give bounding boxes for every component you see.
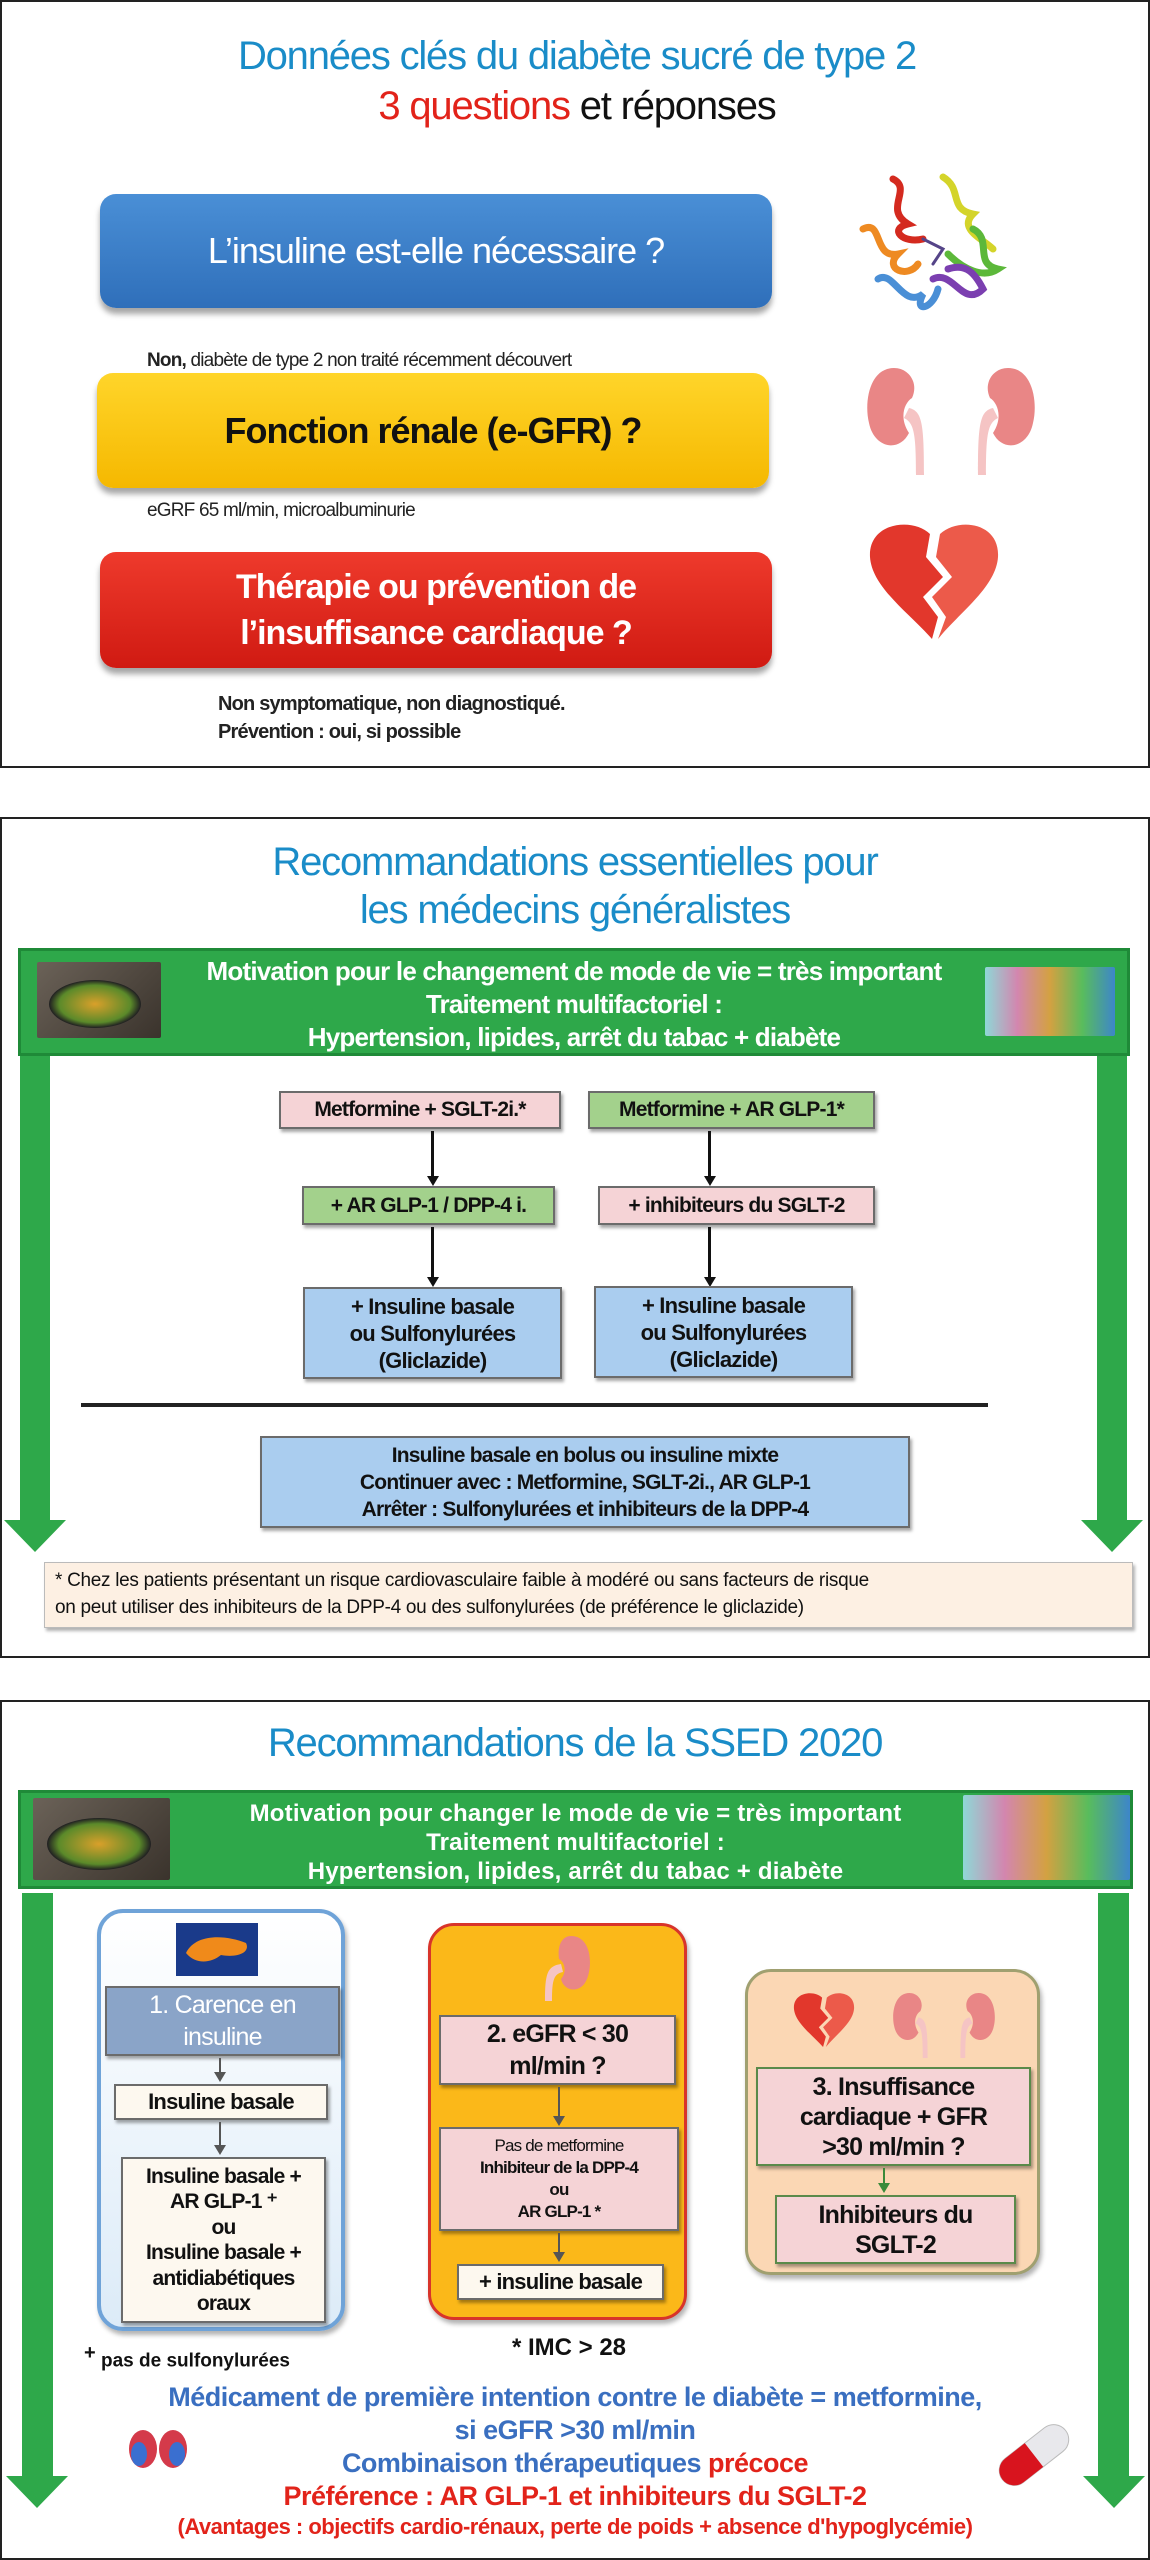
footnote-box: * Chez les patients présentant un risque… xyxy=(44,1562,1133,1628)
answer-insulin-bold: Non, xyxy=(147,350,187,371)
arrow-line xyxy=(883,2168,885,2184)
arrow-head xyxy=(427,1176,439,1186)
sglt2-inhibitors-box: + inhibiteurs du SGLT-2 xyxy=(598,1186,875,1225)
note-plus: + xyxy=(84,2342,96,2364)
pancreas-icon xyxy=(176,1923,258,1976)
panel3-title: Recommandations de la SSED 2020 xyxy=(267,1721,883,1765)
lifestyle-header: Motivation pour le changement de mode de… xyxy=(18,948,1130,1056)
glp1-dpp4-box: + AR GLP-1 / DPP-4 i. xyxy=(302,1186,555,1225)
arrow-head xyxy=(553,2116,565,2126)
plus-basal-insulin-step: + insuline basale xyxy=(457,2264,664,2300)
arrow-line xyxy=(708,1227,711,1277)
arrow-line xyxy=(558,2233,560,2253)
dpp4-or-glp1-text: Inhibiteur de la DPP-4 ou AR GLP-1 * xyxy=(479,2158,639,2221)
panel-gp-recommendations xyxy=(0,817,1150,1658)
question-insulin: L’insuline est-elle nécessaire ? xyxy=(100,194,772,308)
right-green-arrow xyxy=(1097,1056,1127,1522)
left-green-arrowhead xyxy=(6,2476,68,2508)
left-green-arrow xyxy=(22,1893,53,2478)
exercise-people-photo xyxy=(985,967,1115,1036)
egfr-below-30-heading: 2. eGFR < 30 ml/min ? xyxy=(439,2015,676,2085)
egfr-condition: si eGFR >30 ml/min xyxy=(454,2415,696,2445)
insulin-molecule-icon xyxy=(859,173,1007,310)
arrow-head xyxy=(427,1277,439,1287)
no-metformin-step: Pas de metformine Inhibiteur de la DPP-4… xyxy=(439,2127,679,2231)
broken-heart-icon xyxy=(793,1993,855,2047)
no-sulfonylurea-note: + pas de sulfonylurées xyxy=(84,2342,290,2372)
right-green-arrowhead xyxy=(1083,2476,1145,2508)
question-heart-failure: Thérapie ou prévention de l’insuffisance… xyxy=(100,552,772,668)
lifestyle-header: Motivation pour changer le mode de vie =… xyxy=(18,1790,1133,1889)
header-line: Hypertension, lipides, arrêt du tabac + … xyxy=(307,1022,841,1052)
arrow-head xyxy=(704,1277,716,1287)
header-line: Traitement multifactoriel : xyxy=(426,1829,725,1856)
header-line: Motivation pour changer le mode de vie =… xyxy=(249,1800,902,1827)
answer-insulin-rest: diabète de type 2 non traité récemment d… xyxy=(186,350,572,371)
header-line: Motivation pour le changement de mode de… xyxy=(206,956,943,986)
healthy-food-photo xyxy=(33,1798,170,1880)
subtitle-rest: et réponses xyxy=(569,84,777,128)
question-renal: Fonction rénale (e-GFR) ? xyxy=(97,373,769,488)
kidneys-icon xyxy=(893,1993,995,2058)
arrow-head xyxy=(704,1176,716,1186)
arrow-line xyxy=(219,2058,221,2074)
insulin-deficiency-heading: 1. Carence en insuline xyxy=(105,1986,340,2056)
sglt2-inhibitors-step: Inhibiteurs du SGLT-2 xyxy=(775,2195,1016,2264)
left-green-arrow xyxy=(20,1056,50,1522)
basal-insulin-step: Insuline basale xyxy=(114,2084,328,2120)
basal-insulin-combination-step: Insuline basale + AR GLP-1 ⁺ ou Insuline… xyxy=(121,2157,326,2323)
kidneys-icon xyxy=(129,2430,187,2468)
kidney-icon xyxy=(545,1936,590,2001)
header-line: Hypertension, lipides, arrêt du tabac + … xyxy=(307,1858,844,1885)
panel-key-data: Données clés du diabète sucré de type 2 … xyxy=(0,0,1150,768)
arrow-head xyxy=(553,2252,565,2262)
no-metformin-text: Pas de metformine xyxy=(494,2136,624,2155)
note-text: pas de sulfonylurées xyxy=(100,2350,290,2372)
combination-text: Combinaison thérapeutiques xyxy=(341,2448,708,2478)
panel1-title: Données clés du diabète sucré de type 2 xyxy=(237,34,917,78)
pill-capsule-icon xyxy=(998,2424,1070,2486)
answer-heart-failure: Non symptomatique, non diagnostiqué. Pré… xyxy=(218,693,566,743)
arrow-line xyxy=(219,2122,221,2146)
arrow-line xyxy=(708,1131,711,1176)
subtitle-red: 3 questions xyxy=(378,84,571,128)
healthy-food-photo xyxy=(37,962,161,1038)
bolus-insulin-box: Insuline basale en bolus ou insuline mix… xyxy=(260,1436,910,1528)
first-line-therapy-text: Médicament de première intention contre … xyxy=(0,2381,1150,2541)
right-green-arrow xyxy=(1098,1893,1129,2478)
first-line-metformin: Médicament de première intention contre … xyxy=(168,2382,982,2412)
advantages-text: (Avantages : objectifs cardio-rénaux, pe… xyxy=(177,2514,973,2539)
heart-failure-heading: 3. Insuffisance cardiaque + GFR >30 ml/m… xyxy=(756,2067,1031,2166)
panel2-title: Recommandations essentielles pour les mé… xyxy=(272,840,878,932)
basal-insulin-box-left: + Insuline basale ou Sulfonylurées (Glic… xyxy=(303,1287,562,1379)
broken-heart-icon xyxy=(869,524,999,639)
arrow-head xyxy=(214,2072,226,2082)
exercise-people-photo xyxy=(963,1795,1130,1880)
arrow-head xyxy=(878,2183,890,2193)
metformin-glp1-box: Metformine + AR GLP-1* xyxy=(588,1091,875,1129)
early-combination: Combinaison thérapeutiques précoce xyxy=(0,2447,1150,2480)
arrow-line xyxy=(431,1131,434,1176)
left-green-arrowhead xyxy=(4,1520,66,1552)
answer-renal: eGRF 65 ml/min, microalbuminurie xyxy=(147,500,416,521)
divider-line xyxy=(81,1403,988,1407)
preference-text: Préférence : AR GLP-1 et inhibiteurs du … xyxy=(283,2481,867,2511)
right-green-arrowhead xyxy=(1081,1520,1143,1552)
header-line: Traitement multifactoriel : xyxy=(425,989,723,1019)
panel1-subtitle: 3 questions et réponses xyxy=(2,82,1150,130)
kidneys-icon xyxy=(867,368,1035,475)
basal-insulin-box-right: + Insuline basale ou Sulfonylurées (Glic… xyxy=(594,1286,853,1378)
early-text: précoce xyxy=(707,2448,809,2478)
bmi-note: * IMC > 28 xyxy=(511,2334,627,2361)
arrow-line xyxy=(431,1227,434,1277)
arrow-line xyxy=(558,2087,560,2117)
answer-insulin: Non, diabète de type 2 non traité récemm… xyxy=(147,328,572,372)
metformin-sglt2-box: Metformine + SGLT-2i.* xyxy=(279,1091,561,1129)
arrow-head xyxy=(214,2145,226,2155)
